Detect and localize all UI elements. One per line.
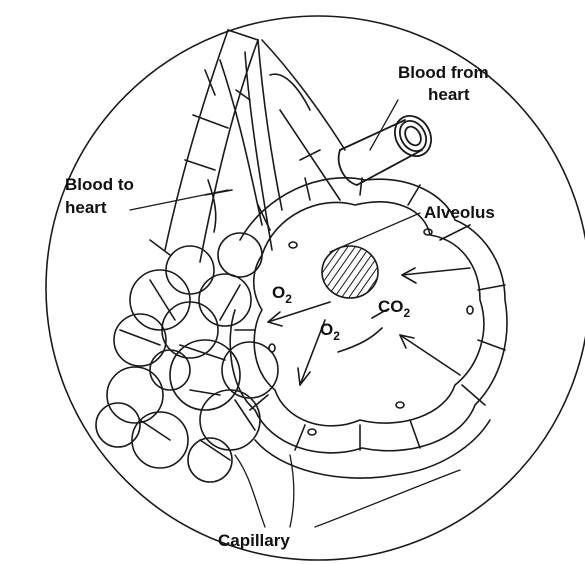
label-blood-to-heart-line1: Blood to (65, 175, 134, 194)
alveolar-cell (322, 246, 378, 298)
label-blood-from-heart-line1: Blood from (398, 63, 489, 82)
label-alveolus: Alveolus (424, 203, 495, 222)
label-blood-to-heart-line2: heart (65, 198, 107, 217)
gas-oxygen-center: O2 (320, 320, 340, 343)
capillary-network (230, 178, 507, 478)
label-capillary: Capillary (218, 531, 290, 550)
label-blood-from-heart-line2: heart (428, 85, 470, 104)
bronchiole-tree (150, 30, 282, 262)
pulmonary-branch (262, 40, 345, 200)
alveoli-cluster (96, 233, 278, 482)
artery-vessel (339, 109, 439, 185)
gas-oxygen-left: O2 (272, 283, 292, 306)
gas-carbon-dioxide: CO2 (378, 297, 411, 320)
